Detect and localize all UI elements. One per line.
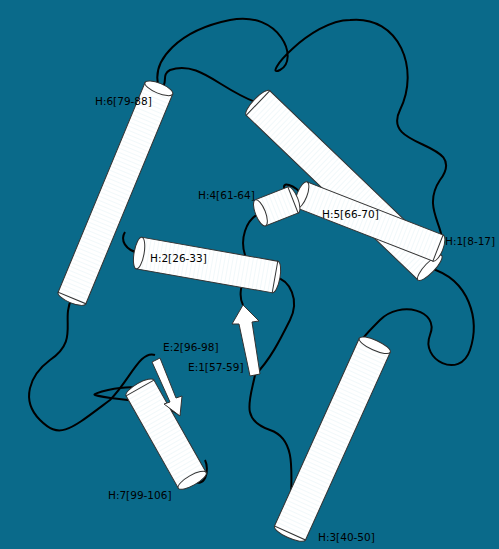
structure-label: E:1[57-59] [188, 362, 244, 374]
structure-label: H:1[8-17] [445, 236, 495, 248]
helix-cylinders [56, 78, 448, 545]
structure-label: H:7[99-106] [108, 490, 172, 502]
structure-label: H:6[79-88] [95, 96, 152, 108]
coil [29, 19, 474, 533]
structure-label: H:4[61-64] [198, 190, 255, 202]
structure-label: E:2[96-98] [163, 342, 219, 354]
structure-label: H:2[26-33] [150, 253, 207, 265]
structure-label: H:5[66-70] [322, 209, 379, 221]
structure-label: H:3[40-50] [318, 532, 375, 544]
strand-arrows [152, 305, 260, 416]
